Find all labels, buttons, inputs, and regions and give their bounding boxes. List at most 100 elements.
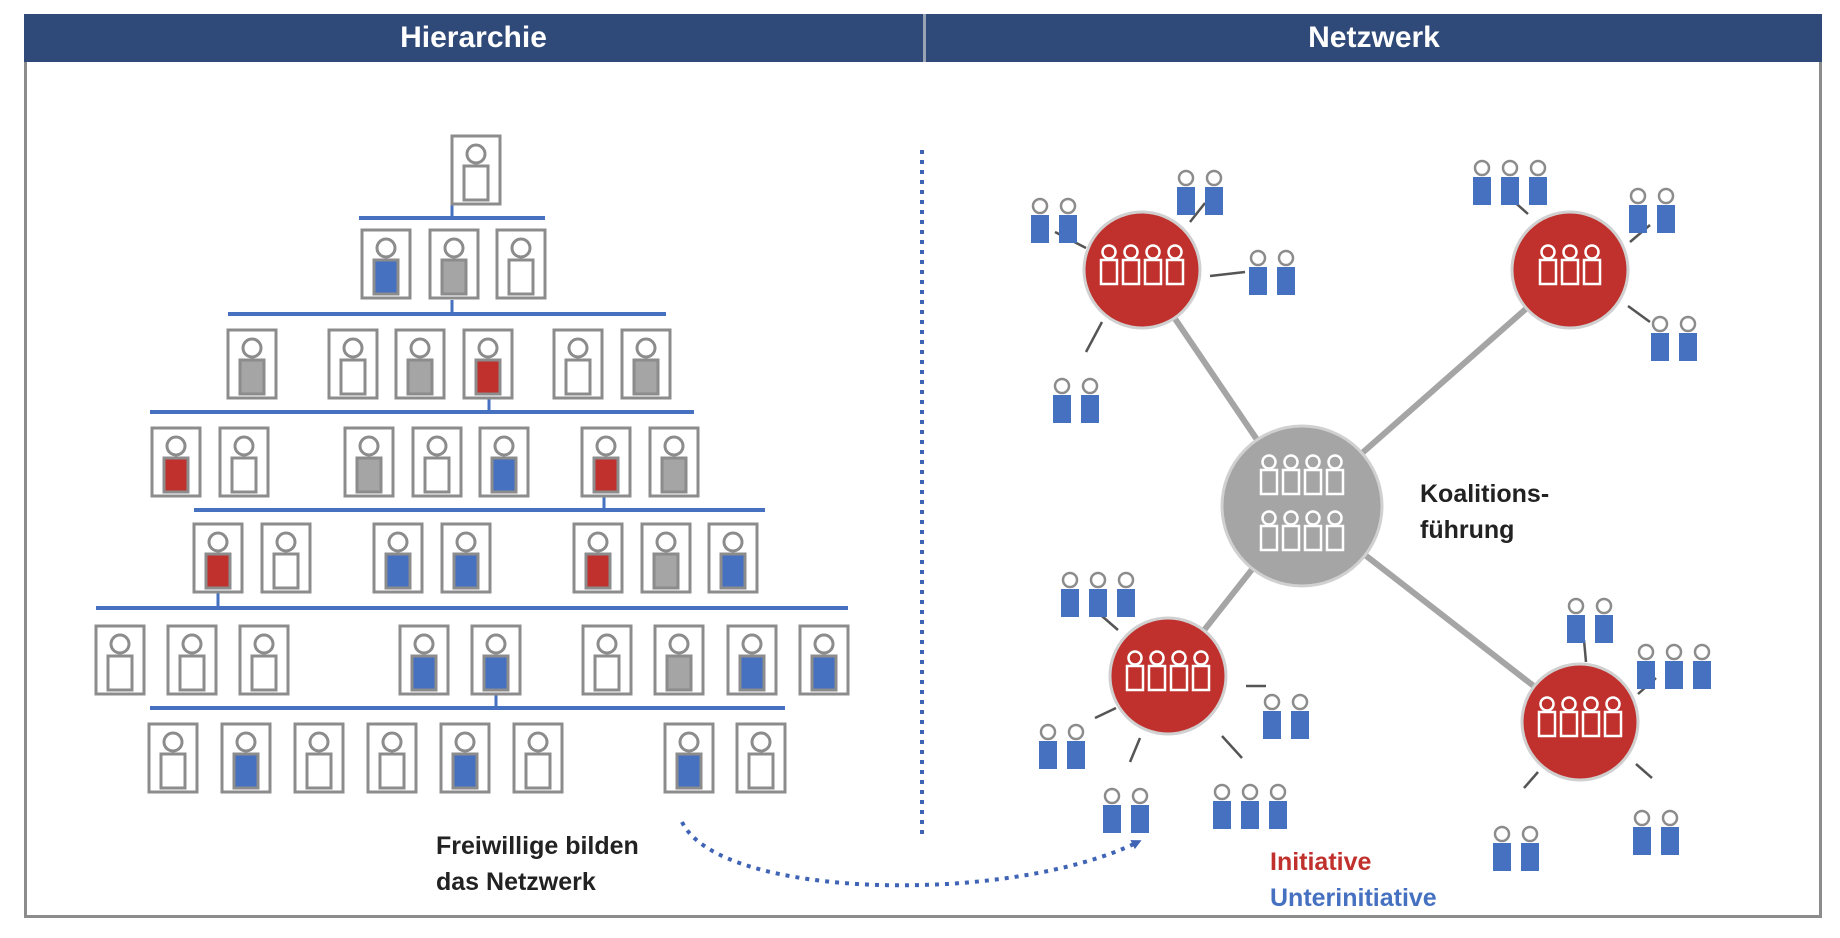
coalition-caption-line1: Koalitions- [1420,480,1550,508]
hierarchy-position-blue [726,624,778,696]
hierarchy-position-red [572,522,624,594]
subinitiative-group [1633,809,1679,855]
initiative-circle [1082,210,1202,330]
subinitiative-member [1213,783,1231,829]
subinitiative-member [1665,643,1683,689]
coalition-member [1303,510,1323,552]
subinitiative-member [1269,783,1287,829]
subinitiative-group [1177,169,1223,215]
subinitiative-member [1067,723,1085,769]
coalition-caption-line2: führung [1420,516,1515,544]
subinitiative-member [1661,809,1679,855]
hierarchy-position-empty [218,426,270,498]
subinitiative-member [1263,693,1281,739]
initiative-member [1560,244,1580,286]
hierarchy-position-empty [512,722,564,794]
hierarchy-position-empty [552,328,604,400]
subinitiative-member [1693,643,1711,689]
coalition-member [1259,454,1279,496]
subinitiative-member [1595,597,1613,643]
hierarchy-position-empty [238,624,290,696]
initiative-node [1039,571,1309,833]
subinitiative-member [1529,159,1547,205]
coalition-link [1360,306,1529,456]
coalition-leadership-node [1220,424,1384,588]
legend: Initiative Unterinitiative [1270,844,1437,916]
hierarchy-position-blue [440,522,492,594]
coalition-member [1325,454,1345,496]
legend-subinitiative: Unterinitiative [1270,884,1437,912]
network-diagram [1031,159,1711,871]
subinitiative-link [1189,202,1206,223]
subinitiative-member [1473,159,1491,205]
subinitiative-member [1291,693,1309,739]
initiative-member [1169,650,1189,692]
legend-initiative: Initiative [1270,848,1372,876]
subinitiative-member [1053,377,1071,423]
hierarchy-position-empty [293,722,345,794]
subinitiative-member [1205,169,1223,215]
coalition-member [1259,510,1279,552]
initiative-member [1099,244,1119,286]
hierarchy-position-blue [360,228,412,300]
hierarchy-position-grey [343,426,395,498]
hierarchy-position-blue [439,722,491,794]
subinitiative-member [1081,377,1099,423]
hierarchy-position-grey [653,624,705,696]
initiative-circle [1520,662,1640,782]
hierarchy-position-blue [372,522,424,594]
hierarchy-position-grey [648,426,700,498]
volunteers-caption: Freiwillige bilden das Netzwerk [436,828,639,900]
coalition-member [1325,510,1345,552]
hierarchy-position-blue [398,624,450,696]
hierarchy-position-red [580,426,632,498]
coalition-member [1303,454,1323,496]
subinitiative-member [1039,723,1057,769]
hierarchy-position-empty [581,624,633,696]
subinitiative-member [1131,787,1149,833]
initiative-member [1125,650,1145,692]
subinitiative-member [1277,249,1295,295]
subinitiative-member [1679,315,1697,361]
subinitiative-member [1637,643,1655,689]
subinitiative-member [1103,787,1121,833]
hierarchy-position-empty [366,722,418,794]
subinitiative-group [1031,197,1077,243]
coalition-member [1281,510,1301,552]
initiative-member [1537,696,1557,738]
subinitiative-group [1103,787,1149,833]
initiative-member [1121,244,1141,286]
subinitiative-link [1128,737,1142,763]
subinitiative-group [1263,693,1309,739]
hierarchy-position-blue [220,722,272,794]
subinitiative-member [1567,597,1585,643]
subinitiative-link [1582,639,1588,663]
coalition-member [1281,454,1301,496]
initiative-node [1031,169,1295,423]
subinitiative-group [1061,571,1135,617]
subinitiative-member [1633,809,1651,855]
initiative-member [1165,244,1185,286]
coalition-link [1172,316,1260,442]
subinitiative-link [1635,763,1653,779]
subinitiative-link [1084,321,1104,353]
subinitiative-link [1094,706,1117,720]
subinitiative-member [1249,249,1267,295]
subinitiative-link [1221,735,1243,759]
initiative-node [1493,597,1711,871]
initiative-member [1147,650,1167,692]
hierarchy-position-empty [327,328,379,400]
initiative-member [1603,696,1623,738]
subinitiative-member [1501,159,1519,205]
subinitiative-member [1241,783,1259,829]
subinitiative-group [1637,643,1711,689]
hierarchy-position-blue [478,426,530,498]
hierarchy-position-empty [94,624,146,696]
subinitiative-member [1089,571,1107,617]
panel-title-hierarchy: Hierarchie [24,14,926,62]
initiative-member [1559,696,1579,738]
subinitiative-group [1039,723,1085,769]
initiative-member [1582,244,1602,286]
hierarchy-position-grey [620,328,672,400]
